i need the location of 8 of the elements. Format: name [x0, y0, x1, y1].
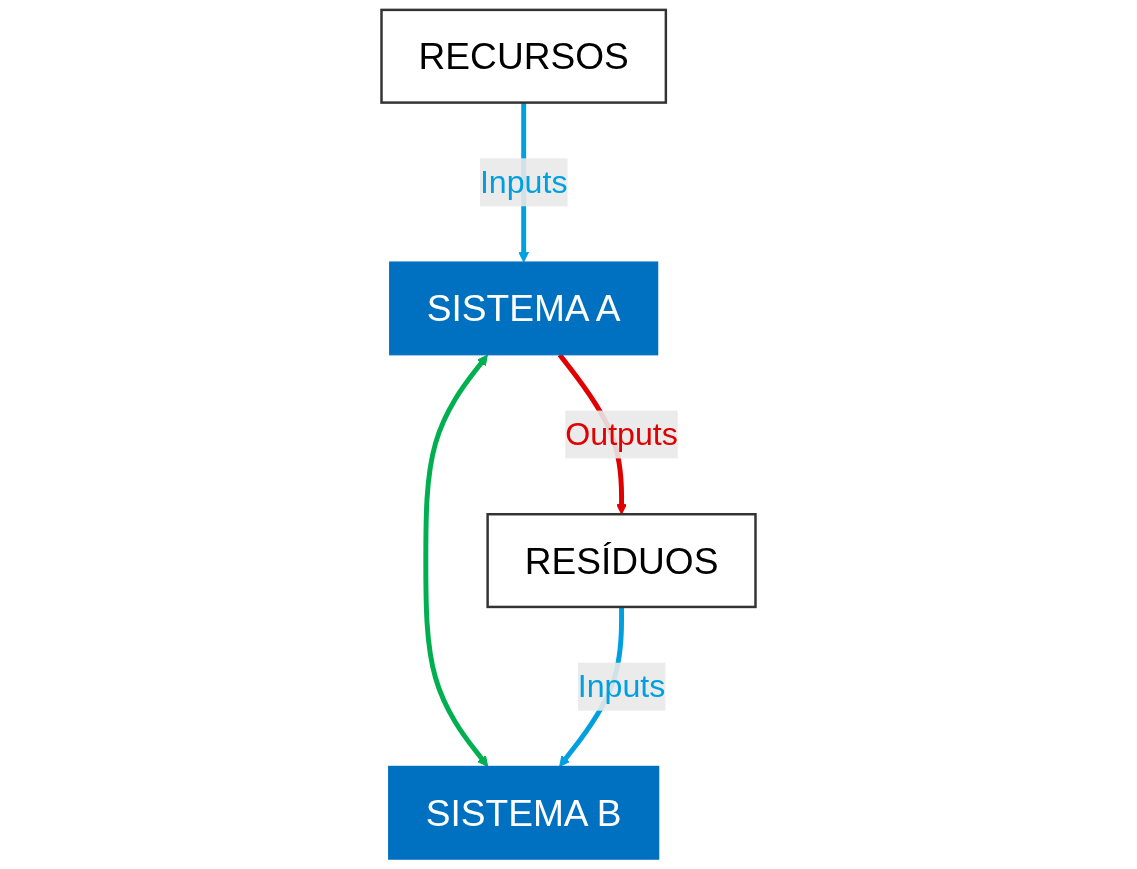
- arrow: [423, 354, 489, 767]
- edge-label: Inputs: [577, 667, 666, 705]
- edge-label: Inputs: [479, 163, 568, 201]
- node-box: RECURSOS: [380, 8, 668, 104]
- node-box: RESÍDUOS: [486, 513, 757, 609]
- node-box: SISTEMA B: [388, 765, 660, 860]
- edge-label: Outputs: [565, 415, 678, 453]
- node-box: SISTEMA A: [389, 261, 659, 356]
